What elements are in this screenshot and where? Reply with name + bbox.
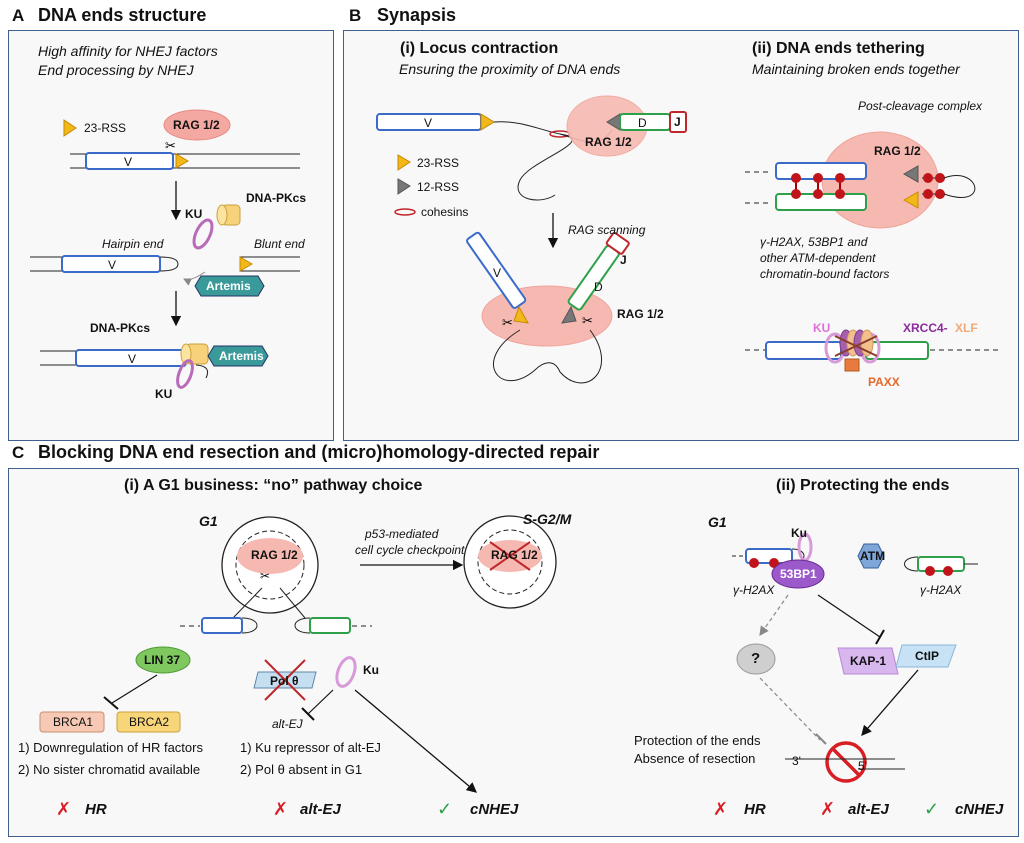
kap1-label: KAP-1 <box>850 654 887 668</box>
protection-line-1: Protection of the ends <box>634 733 761 748</box>
g1-label-2: G1 <box>708 514 727 530</box>
dnapkcs-label-2: DNA-PKcs <box>90 321 151 335</box>
p53-line-2: cell cycle checkpoint <box>355 543 465 557</box>
panel-a-title: DNA ends structure <box>38 5 207 25</box>
c-rag-label-2: RAG 1/2 <box>491 548 538 562</box>
svg-text:✂: ✂ <box>582 313 593 328</box>
hr-note-2: 2) No sister chromatid available <box>18 762 201 777</box>
rag-label: RAG 1/2 <box>173 118 220 132</box>
svg-text:✂: ✂ <box>502 315 513 330</box>
artemis-label-2: Artemis <box>219 349 264 363</box>
artemis-label-1: Artemis <box>206 279 251 293</box>
panel-a-note-1: High affinity for NHEJ factors <box>38 43 218 59</box>
cnhej-outcome-2: cNHEJ <box>955 801 1004 818</box>
panel-a-note-2: End processing by NHEJ <box>38 62 194 78</box>
alt-ej-outcome: alt-EJ <box>300 801 341 818</box>
h2ax-label-2: γ-H2AX <box>920 583 962 597</box>
c-i-title: (i) A G1 business: “no” pathway choice <box>124 477 423 494</box>
factors-line-2: other ATM-dependent <box>760 251 876 265</box>
ctip-label: CtIP <box>915 649 939 663</box>
panel-b-letter: B <box>349 6 362 25</box>
v-label-3: V <box>128 352 137 366</box>
paxx-label: PAXX <box>868 375 900 389</box>
ku-label-1: KU <box>185 207 203 221</box>
lin37-label: LIN 37 <box>144 653 181 667</box>
sg2m-label: S-G2/M <box>523 511 572 527</box>
factors-line-1: γ-H2AX, 53BP1 and <box>760 235 868 249</box>
g1-label-1: G1 <box>199 513 218 529</box>
svg-text:✂: ✂ <box>260 569 270 583</box>
cnhej-check-icon-2: ✓ <box>924 799 940 819</box>
blunt-label: Blunt end <box>254 237 305 251</box>
v-segment <box>85 152 174 170</box>
b-rag-label-3: RAG 1/2 <box>874 144 921 158</box>
ku-note-1: 1) Ku repressor of alt-EJ <box>240 740 381 755</box>
b-ii-subtitle: Maintaining broken ends together <box>752 61 960 77</box>
rss23-triangle-icon <box>63 119 77 137</box>
post-cleavage-label: Post-cleavage complex <box>858 99 983 113</box>
b-i-subtitle: Ensuring the proximity of DNA ends <box>399 61 621 77</box>
h2ax-label-1: γ-H2AX <box>733 583 775 597</box>
c-ii-title: (ii) Protecting the ends <box>776 477 950 494</box>
panel-b-title: Synapsis <box>377 5 457 25</box>
rss23-label: 23-RSS <box>84 121 127 135</box>
polq-label: Pol θ <box>270 674 299 688</box>
53bp1-label: 53BP1 <box>780 567 817 581</box>
legend-12rss: 12-RSS <box>417 180 460 194</box>
ku-note-2: 2) Pol θ absent in G1 <box>240 762 363 777</box>
legend-23rss: 23-RSS <box>417 156 460 170</box>
panel-c-letter: C <box>12 443 25 462</box>
v-label-1: V <box>124 155 133 169</box>
brca1-label: BRCA1 <box>53 715 94 729</box>
panel-c-title: Blocking DNA end resection and (micro)ho… <box>38 442 600 462</box>
b-d-label-1: D <box>638 116 647 130</box>
v-label-2: V <box>108 258 117 272</box>
three-prime-label: 3' <box>792 754 801 768</box>
ku-label-2: KU <box>155 387 173 401</box>
question-label: ? <box>751 650 761 667</box>
b-ii-title: (ii) DNA ends tethering <box>752 40 925 57</box>
b-v-label-1: V <box>424 116 433 130</box>
c-ku-label-1: Ku <box>363 663 379 677</box>
p53-line-1: p53-mediated <box>365 527 439 541</box>
brca2-label: BRCA2 <box>129 715 170 729</box>
alt-ej-cross-icon-2: ✗ <box>820 799 836 819</box>
hr-outcome: HR <box>85 801 107 818</box>
alt-ej-outcome-2: alt-EJ <box>848 801 889 818</box>
b-i-title: (i) Locus contraction <box>400 40 559 57</box>
hr-cross-icon: ✗ <box>56 799 72 819</box>
panel-a-letter: A <box>12 6 25 25</box>
c-rag-label-1: RAG 1/2 <box>251 548 298 562</box>
xrcc4-label: XRCC4- <box>903 321 948 335</box>
b-d-label-2: D <box>594 280 603 294</box>
b-rag-label-2: RAG 1/2 <box>617 307 664 321</box>
hr-cross-icon-2: ✗ <box>713 799 729 819</box>
hr-outcome-2: HR <box>744 801 766 818</box>
b-j-label-1: J <box>674 115 681 129</box>
atm-label: ATM <box>860 549 886 563</box>
protection-line-2: Absence of resection <box>634 751 756 766</box>
xlf-label: XLF <box>955 321 978 335</box>
rag-scanning-label: RAG scanning <box>568 223 646 237</box>
cnhej-check-icon: ✓ <box>437 799 453 819</box>
hr-note-1: 1) Downregulation of HR factors <box>18 740 203 755</box>
b-j-label-2: J <box>620 253 627 267</box>
five-prime-label: 5' <box>858 759 867 773</box>
scissors-icon: ✂ <box>165 138 176 153</box>
alt-ej-inline: alt-EJ <box>272 717 303 731</box>
c-ku-label-2: Ku <box>791 526 807 540</box>
hairpin-label: Hairpin end <box>102 237 164 251</box>
dnapkcs-label-1: DNA-PKcs <box>246 191 307 205</box>
rag-ellipse <box>163 109 231 141</box>
cnhej-outcome: cNHEJ <box>470 801 519 818</box>
b-ku-label: KU <box>813 321 831 335</box>
b-v-label-2: V <box>493 266 502 280</box>
panel-a-frame <box>8 30 334 441</box>
factors-line-3: chromatin-bound factors <box>760 267 890 281</box>
legend-cohesins: cohesins <box>421 205 469 219</box>
alt-ej-cross-icon: ✗ <box>273 799 289 819</box>
b-rag-label-1: RAG 1/2 <box>585 135 632 149</box>
panel-b-frame <box>343 30 1019 441</box>
